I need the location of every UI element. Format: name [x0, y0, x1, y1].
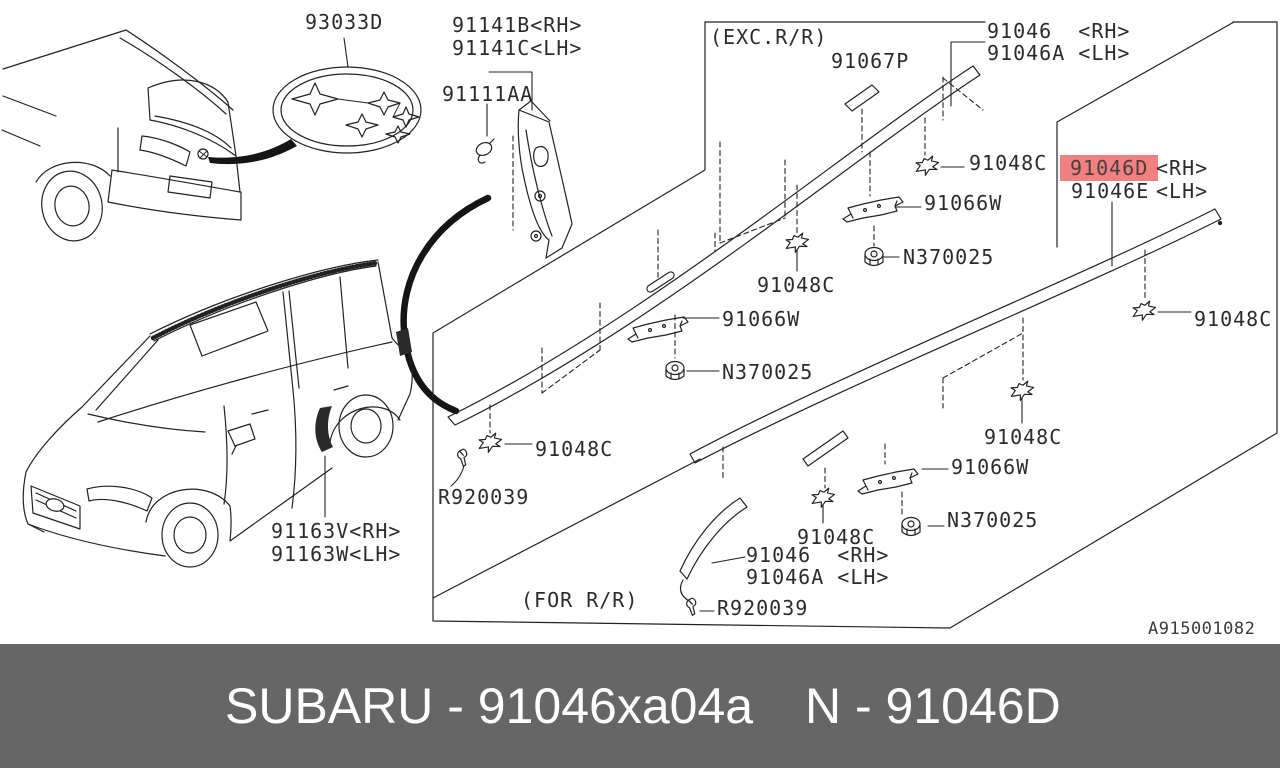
- highlighted-part-callout[interactable]: 91046D: [1060, 155, 1158, 181]
- rail-clip-icon: [1129, 298, 1159, 324]
- rail-clip-icon: [912, 153, 942, 179]
- footer-brand-part-number: SUBARU - 91046xa04a: [225, 678, 754, 734]
- callout-rail-clip[interactable]: 91048C: [984, 425, 1063, 449]
- callout-rail-bracket[interactable]: 91066W: [924, 191, 1003, 215]
- footer-bar: SUBARU - 91046xa04a N - 91046D: [0, 644, 1280, 768]
- callout-emblem[interactable]: 93033D: [305, 10, 384, 34]
- pointer-arrows: [208, 139, 492, 415]
- callout-rail-cap[interactable]: 91067P: [831, 49, 910, 73]
- callout-rail-clip[interactable]: 91048C: [797, 525, 876, 549]
- roof-rail-rr-drawing: [679, 430, 849, 602]
- section-label-exc-rr: (EXC.R/R): [710, 25, 828, 49]
- dashed-projection-lines: [489, 76, 1146, 515]
- rail-bracket-icon: [842, 196, 904, 223]
- highlighted-part-number: 91046D: [1070, 156, 1149, 180]
- leader-lines: [324, 37, 1192, 612]
- subaru-emblem-drawing: [272, 66, 422, 154]
- rail-bracket-icon: [627, 316, 689, 343]
- side-car-drawing: [22, 259, 413, 568]
- callout-side-molding-lh[interactable]: 91163W<LH>: [271, 542, 402, 566]
- callout-roof-rail-rh[interactable]: 91046 <RH>: [987, 19, 1133, 43]
- callout-highlighted-rail-rh-side: <RH>: [1156, 156, 1209, 180]
- callout-roof-rail-lh[interactable]: 91046A <LH>: [746, 565, 890, 589]
- roof-rail-exc-drawing: [447, 65, 981, 426]
- flange-nut-icon: [665, 360, 685, 381]
- diagram-line-art: [1, 21, 1278, 629]
- callout-highlighted-rail-lh-side: <LH>: [1156, 179, 1209, 203]
- callout-rail-clip[interactable]: 91048C: [757, 273, 836, 297]
- callout-flange-nut[interactable]: N370025: [903, 245, 995, 269]
- drawing-number: A915001082: [1148, 619, 1256, 639]
- callout-flange-nut[interactable]: N370025: [722, 360, 814, 384]
- callout-rail-clip[interactable]: 91048C: [535, 437, 614, 461]
- callout-trim-clip[interactable]: 91111AA: [442, 82, 534, 106]
- callout-screw[interactable]: R920039: [438, 485, 530, 509]
- callout-rail-bracket[interactable]: 91066W: [722, 307, 801, 331]
- callout-roof-rail-rh[interactable]: 91046 <RH>: [746, 543, 890, 567]
- callout-roof-rail-lh[interactable]: 91046A <LH>: [987, 41, 1133, 65]
- rail-clip-icon: [475, 430, 505, 456]
- rail-bracket-icon: [857, 468, 919, 495]
- callout-quarter-trim-lh[interactable]: 91141C<LH>: [452, 36, 583, 60]
- section-label-for-rr: (FOR R/R): [521, 588, 639, 612]
- screw-icon: [455, 447, 469, 468]
- footer-ref-part-number: N - 91046D: [805, 678, 1061, 734]
- callout-rail-bracket[interactable]: 91066W: [951, 455, 1030, 479]
- panel-borders: [432, 21, 1278, 629]
- callout-side-molding-rh[interactable]: 91163V<RH>: [271, 519, 402, 543]
- rear-car-drawing: [1, 29, 242, 242]
- side-molding-wedge: [315, 406, 333, 452]
- callout-flange-nut[interactable]: N370025: [947, 508, 1039, 532]
- callout-rail-clip[interactable]: 91048C: [969, 151, 1048, 175]
- rail-cap-piece: [844, 84, 880, 112]
- callout-rail-clip[interactable]: 91048C: [1194, 307, 1273, 331]
- callout-quarter-trim-rh[interactable]: 91141B<RH>: [452, 13, 583, 37]
- callout-highlighted-rail-lh[interactable]: 91046E: [1071, 179, 1150, 203]
- flange-nut-icon: [864, 246, 884, 267]
- roof-rail-highlighted-drawing: [689, 208, 1223, 464]
- flange-nut-icon: [901, 516, 921, 537]
- callout-screw[interactable]: R920039: [717, 596, 809, 620]
- pillar-trim-drawing: [475, 100, 573, 259]
